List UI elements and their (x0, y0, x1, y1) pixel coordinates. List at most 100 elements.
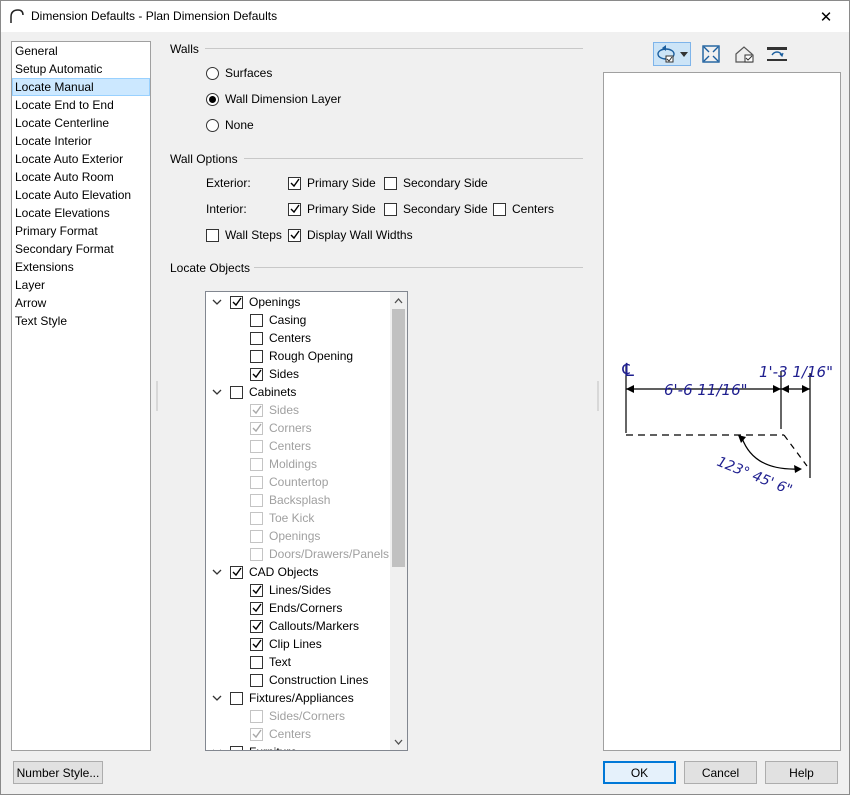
checkbox-label: Secondary Side (403, 202, 488, 216)
cancel-button[interactable]: Cancel (684, 761, 757, 784)
ok-button[interactable]: OK (603, 761, 676, 784)
checkbox-box[interactable] (288, 202, 301, 216)
chevron-down-icon[interactable] (212, 297, 222, 307)
tree-item-ends-corners[interactable]: Ends/Corners (250, 599, 342, 617)
tree-item-callouts-markers[interactable]: Callouts/Markers (250, 617, 359, 635)
sidebar-item-text-style[interactable]: Text Style (15, 314, 68, 328)
checkbox-box (250, 421, 263, 435)
radio-none[interactable]: None (206, 116, 254, 134)
radio-surfaces[interactable]: Surfaces (206, 64, 272, 82)
checkbox-box[interactable] (230, 295, 243, 309)
checkbox-box[interactable] (230, 691, 243, 705)
checkbox-box[interactable] (250, 313, 263, 327)
tree-item-fixtures-appliances[interactable]: Fixtures/Appliances (212, 689, 354, 707)
checkbox-box[interactable] (230, 745, 243, 750)
chevron-down-icon[interactable] (212, 747, 222, 751)
scroll-thumb[interactable] (392, 309, 405, 567)
refresh-preview-button[interactable] (765, 42, 789, 66)
tree-item-sides[interactable]: Sides (250, 365, 299, 383)
checkbox-box[interactable] (250, 655, 263, 669)
tree-scrollbar[interactable] (390, 292, 407, 750)
sidebar-item-general[interactable]: General (15, 44, 58, 58)
tree-item-construction-lines[interactable]: Construction Lines (250, 671, 368, 689)
checkbox-box[interactable] (250, 619, 263, 633)
checkbox-box[interactable] (250, 349, 263, 363)
checkbox-box[interactable] (230, 385, 243, 399)
checkbox-label: Secondary Side (403, 176, 488, 190)
tree-item-label: Backsplash (269, 493, 331, 507)
sidebar-item-extensions[interactable]: Extensions (15, 260, 74, 274)
fill-window-button[interactable] (699, 42, 723, 66)
interior-centers-checkbox[interactable]: Centers (493, 200, 554, 218)
checkbox-box[interactable] (250, 331, 263, 345)
tree-item-rough-opening[interactable]: Rough Opening (250, 347, 353, 365)
camera-view-button[interactable] (733, 42, 757, 66)
sidebar-item-locate-manual[interactable]: Locate Manual (12, 78, 150, 96)
scroll-up-arrow[interactable] (390, 292, 407, 309)
sidebar-item-primary-format[interactable]: Primary Format (15, 224, 98, 238)
checkbox-box[interactable] (250, 673, 263, 687)
checkbox-box[interactable] (250, 367, 263, 381)
checkbox-box[interactable] (384, 202, 397, 216)
help-button[interactable]: Help (765, 761, 838, 784)
radio-button[interactable] (206, 118, 219, 132)
checkbox-box[interactable] (250, 637, 263, 651)
checkbox-box[interactable] (230, 565, 243, 579)
sidebar-item-locate-auto-exterior[interactable]: Locate Auto Exterior (15, 152, 124, 166)
tree-item-cabinets[interactable]: Cabinets (212, 383, 296, 401)
tree-item-centers: Centers (250, 437, 311, 455)
chevron-down-icon[interactable] (212, 387, 222, 397)
checkbox-box[interactable] (250, 583, 263, 597)
sidebar-item-arrow[interactable]: Arrow (15, 296, 47, 310)
checkbox-box[interactable] (288, 228, 301, 242)
exterior-primary-side-checkbox[interactable]: Primary Side (288, 174, 376, 192)
chevron-down-icon[interactable] (212, 567, 222, 577)
tree-item-clip-lines[interactable]: Clip Lines (250, 635, 322, 653)
window-title: Dimension Defaults - Plan Dimension Defa… (31, 9, 278, 23)
sidebar-item-locate-centerline[interactable]: Locate Centerline (15, 116, 110, 130)
rotate-view-dropdown-button[interactable] (653, 42, 691, 66)
chevron-down-icon[interactable] (212, 693, 222, 703)
tree-item-label: Corners (269, 421, 312, 435)
sidebar-item-layer[interactable]: Layer (15, 278, 46, 292)
checkbox-box[interactable] (250, 601, 263, 615)
tree-item-cad-objects[interactable]: CAD Objects (212, 563, 318, 581)
wall-steps-checkbox[interactable]: Wall Steps (206, 226, 282, 244)
tree-item-casing[interactable]: Casing (250, 311, 306, 329)
interior-secondary-side-checkbox[interactable]: Secondary Side (384, 200, 488, 218)
radio-button[interactable] (206, 66, 219, 80)
close-button[interactable]: ✕ (803, 1, 849, 32)
checkbox-box[interactable] (384, 176, 397, 190)
sidebar-item-locate-end-to-end[interactable]: Locate End to End (15, 98, 114, 112)
tree-item-text[interactable]: Text (250, 653, 291, 671)
tree-item-furniture[interactable]: Furniture (213, 743, 297, 750)
sidebar-item-locate-interior[interactable]: Locate Interior (15, 134, 92, 148)
number-style-button[interactable]: Number Style... (13, 761, 103, 784)
checkbox-box[interactable] (206, 228, 219, 242)
sidebar-item-secondary-format[interactable]: Secondary Format (15, 242, 114, 256)
tree-item-label: Furniture (249, 745, 297, 750)
checkbox-box[interactable] (493, 202, 506, 216)
tree-item-lines-sides[interactable]: Lines/Sides (250, 581, 331, 599)
interior-primary-side-checkbox[interactable]: Primary Side (288, 200, 376, 218)
sidebar-item-locate-auto-elevation[interactable]: Locate Auto Elevation (15, 188, 132, 202)
left-splitter-handle[interactable] (155, 381, 159, 411)
tree-item-openings[interactable]: Openings (212, 293, 300, 311)
walls-divider (205, 48, 583, 49)
tree-item-centers[interactable]: Centers (250, 329, 311, 347)
scroll-down-arrow[interactable] (390, 733, 407, 750)
sidebar-item-locate-auto-room[interactable]: Locate Auto Room (15, 170, 114, 184)
sidebar-item-setup-automatic[interactable]: Setup Automatic (15, 62, 103, 76)
radio-button[interactable] (206, 92, 219, 106)
exterior-secondary-side-checkbox[interactable]: Secondary Side (384, 174, 488, 192)
checkbox-box[interactable] (288, 176, 301, 190)
display-wall-widths-checkbox[interactable]: Display Wall Widths (288, 226, 413, 244)
sidebar-item-locate-elevations[interactable]: Locate Elevations (15, 206, 110, 220)
radio-wall-dimension-layer[interactable]: Wall Dimension Layer (206, 90, 341, 108)
tree-item-label: Centers (269, 331, 312, 345)
tree-item-label: Callouts/Markers (269, 619, 360, 633)
right-splitter-handle[interactable] (596, 381, 600, 411)
